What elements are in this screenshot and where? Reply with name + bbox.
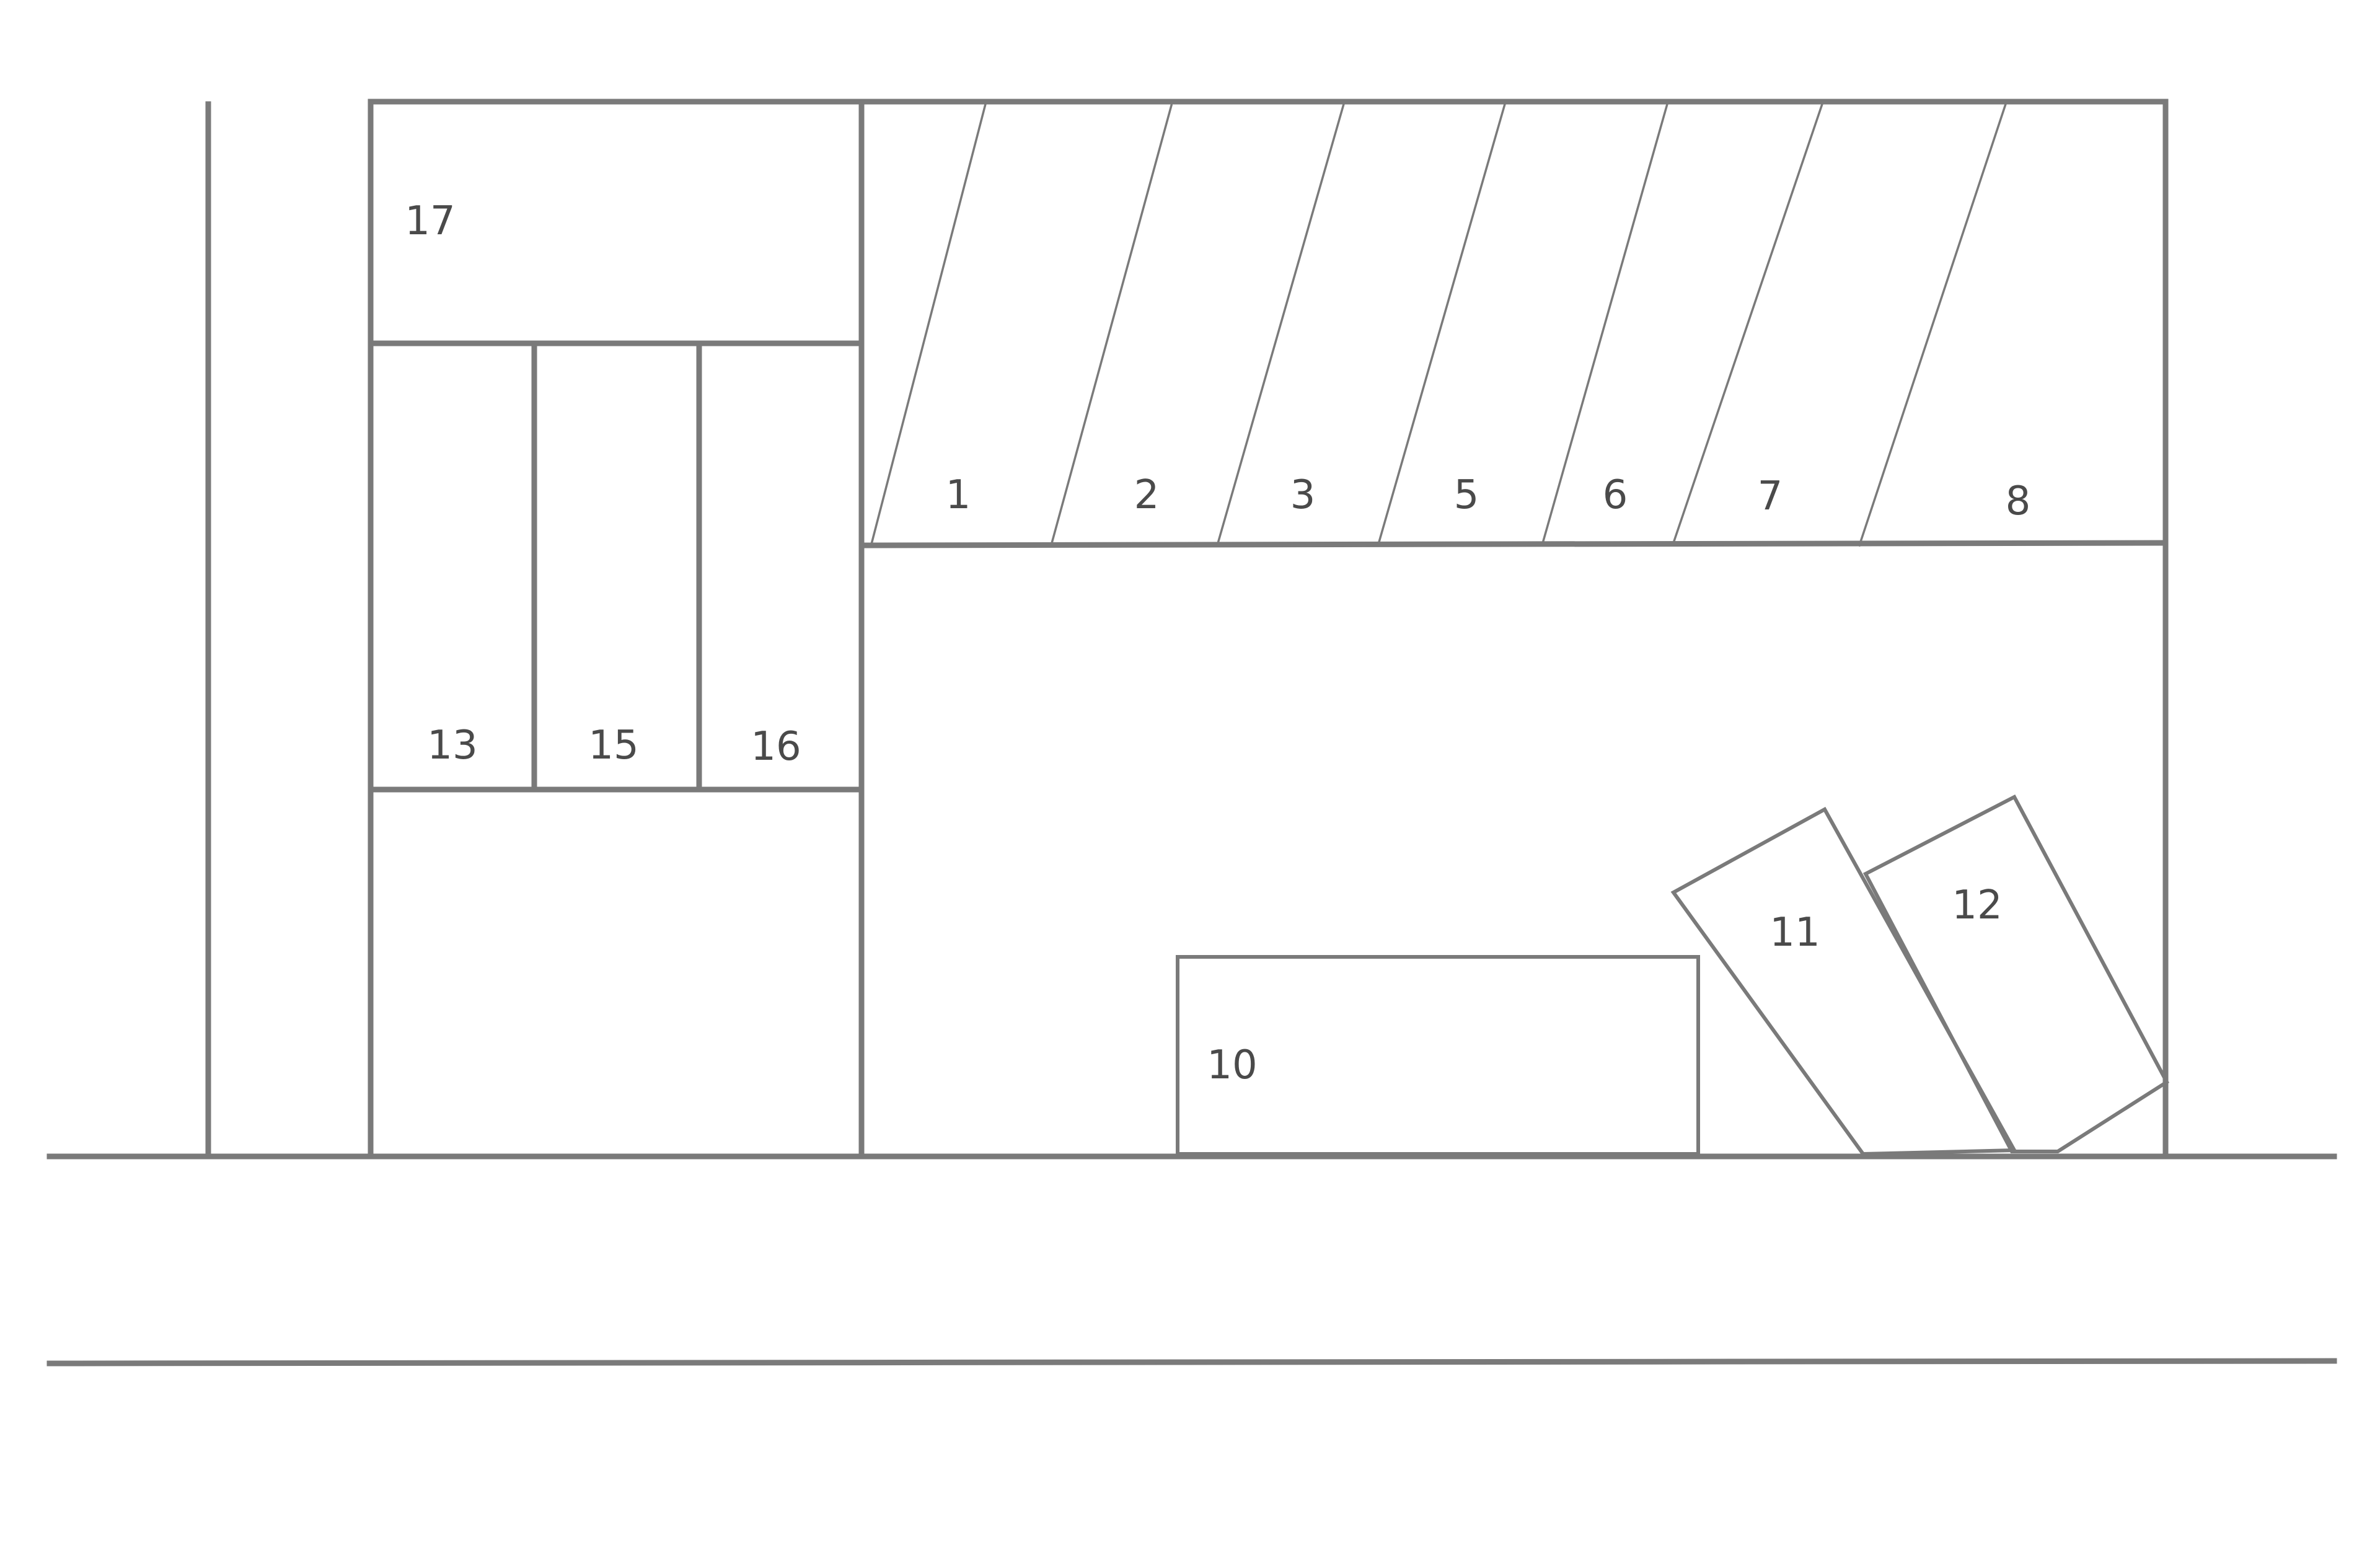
- label-16: 16: [751, 724, 801, 770]
- lower-line: [46, 1358, 2337, 1367]
- label-11: 11: [1770, 910, 1820, 956]
- right-shelf: [858, 540, 2169, 548]
- book-12-box: [1862, 794, 2169, 1153]
- label-5: 5: [1454, 472, 1479, 518]
- label-15: 15: [588, 723, 638, 768]
- label-2: 2: [1134, 472, 1160, 518]
- book-10-box: [1176, 955, 1700, 1156]
- label-7: 7: [1758, 473, 1783, 519]
- label-13: 13: [427, 723, 477, 768]
- book-5-edge: [1377, 102, 1507, 546]
- book-8-edge: [1858, 102, 2008, 547]
- label-6: 6: [1603, 472, 1628, 518]
- book-2-edge: [1049, 103, 1173, 547]
- label-17: 17: [405, 198, 455, 244]
- book-3-edge: [1215, 102, 1346, 547]
- book-6-edge: [1540, 102, 1669, 547]
- book-7-edge: [1672, 102, 1824, 545]
- label-10: 10: [1207, 1042, 1257, 1088]
- label-12: 12: [1952, 883, 2002, 928]
- label-1: 1: [946, 472, 971, 518]
- book-1-edge: [870, 102, 987, 546]
- book-11-box: [1670, 806, 2018, 1156]
- label-8: 8: [2006, 478, 2031, 524]
- label-3: 3: [1290, 472, 1316, 518]
